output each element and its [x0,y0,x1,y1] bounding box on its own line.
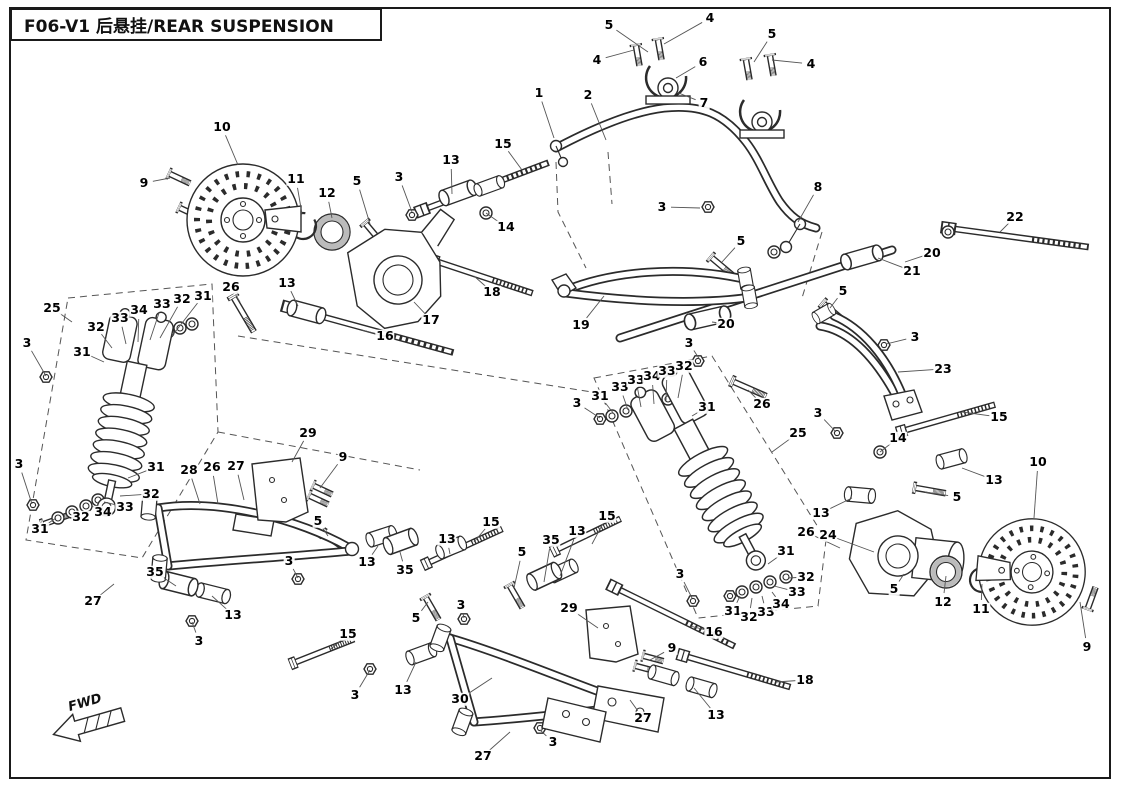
bolt [549,514,622,557]
spacer-sleeve [433,534,469,561]
nut [830,427,844,439]
washer [79,499,93,513]
spacer-sleeve [193,581,233,606]
spacer-sleeve [284,298,329,326]
dashed-boundaries [25,151,827,619]
sway-bar-end-link-right [779,217,807,254]
nut [686,595,700,607]
screw [740,57,755,81]
washer [735,585,749,599]
washer [51,511,65,525]
wheel-bearing-right [929,555,963,589]
nut [291,573,305,585]
sway-bar-clamp-rear [738,99,785,139]
bolt [288,634,355,669]
bolt [227,292,258,335]
spacer-sleeve [436,177,480,208]
fwd-label: FWD [67,691,104,715]
screw [504,581,527,610]
nut [185,615,199,627]
washer [779,570,793,584]
title-box: F06-V1 后悬挂/REAR SUSPENSION [10,8,382,41]
nut [723,590,737,602]
spacer-sleeve [934,447,970,471]
washer [185,317,199,331]
leader-lines [21,22,1087,751]
spacer-sleeve [523,560,565,593]
sway-bar-clamp-front [644,65,691,105]
spacer-sleeve [645,663,682,688]
washer [941,225,955,239]
page-border [9,7,1111,779]
suspension-arm-23 [809,301,923,421]
bolt [729,376,769,401]
screw [652,37,667,61]
washers [51,206,955,599]
washer [619,404,633,418]
brake-disc-left [187,164,301,276]
nut [701,201,715,213]
shock-absorber-left [68,301,177,523]
nut [363,663,377,675]
screw [630,43,645,67]
spacer-sleeve [471,173,507,198]
lower-arm-bottom [428,621,665,743]
upper-a-arm-right [550,265,759,311]
nut [26,499,40,511]
mud-guard-center [585,605,639,663]
screw [764,53,779,77]
spacer-sleeve [838,243,886,272]
washer [767,245,781,259]
washer [173,321,187,335]
fwd-arrow: FWD [52,691,126,743]
nut [39,371,53,383]
screw [912,482,946,499]
knuckle-left [346,208,456,330]
brake-disc-right [972,514,1089,629]
sway-bar [551,102,821,233]
washer [749,580,763,594]
bolt [941,222,1089,253]
spacer-sleeve [683,675,720,700]
wheel-bearing-left [313,213,351,251]
page-title: F06-V1 后悬挂/REAR SUSPENSION [24,17,334,37]
sway-bar-end-link-left [549,139,569,168]
nut [457,613,471,625]
mud-guard-left [251,457,309,523]
screw [1082,585,1101,612]
bolt [427,254,534,299]
washer [65,505,79,519]
spacer-sleeve [843,485,877,505]
